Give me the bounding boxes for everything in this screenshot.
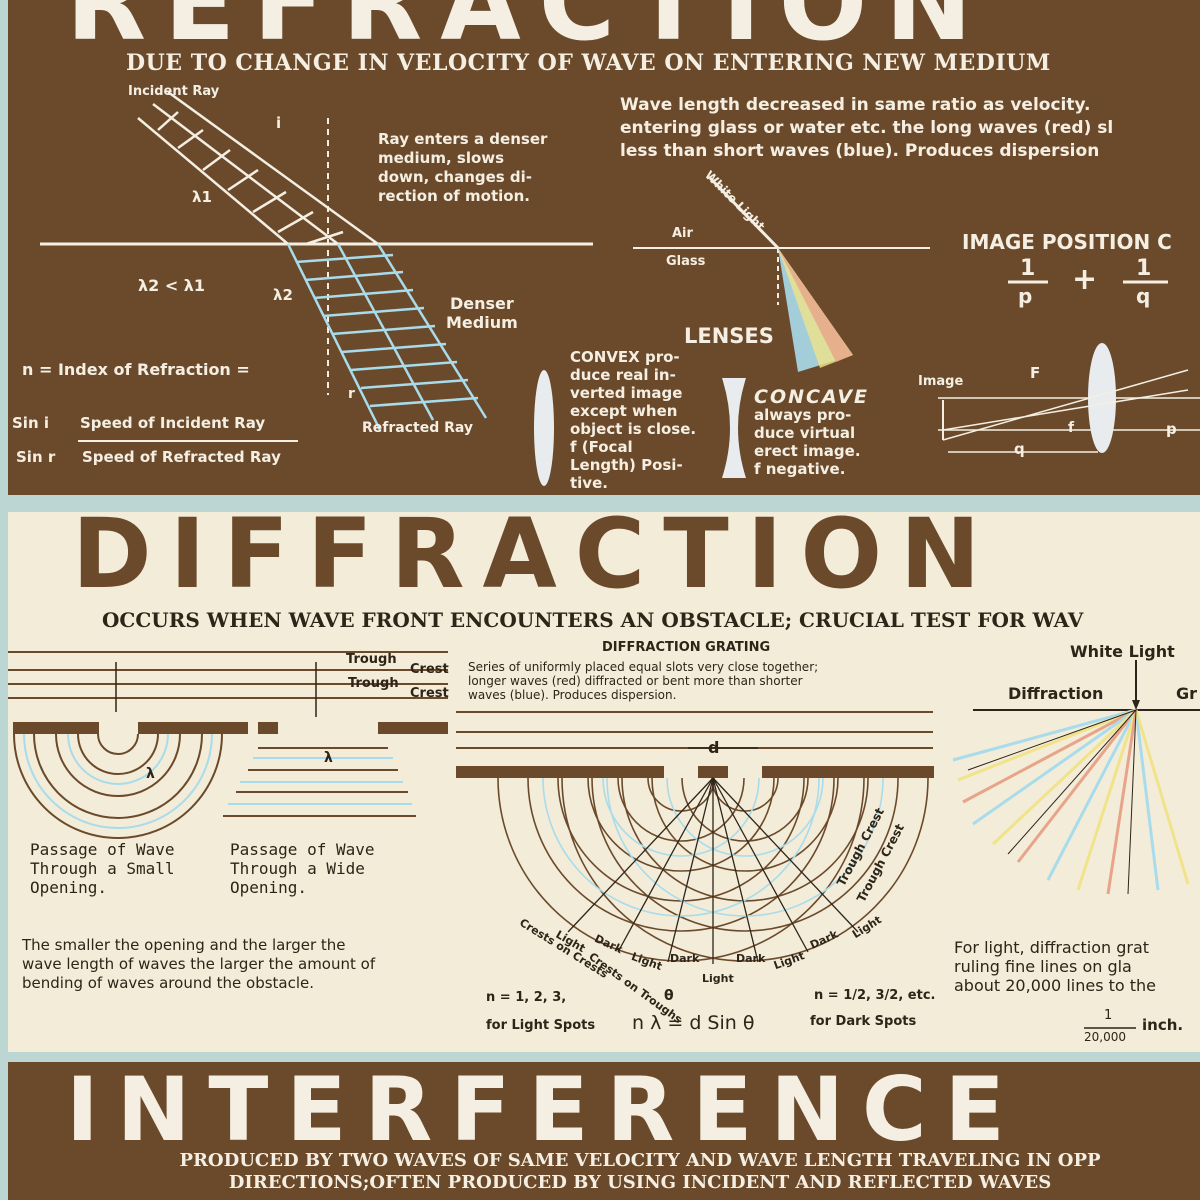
- image-label: Image: [918, 374, 964, 389]
- angle-i-label: i: [276, 114, 282, 132]
- crest-label-1: Crest: [410, 662, 449, 677]
- image-position-heading: IMAGE POSITION C: [962, 230, 1172, 254]
- for-light-spots: for Light Spots: [486, 1018, 596, 1033]
- grating-formula: n λ = d Sin θ: [632, 1012, 755, 1034]
- speed-refracted: Speed of Refracted Ray: [82, 448, 281, 466]
- incident-ray-label: Incident Ray: [128, 84, 220, 99]
- angle-r-label: r: [348, 386, 355, 402]
- trough-label-1: Trough: [346, 652, 397, 667]
- light-dark-4: Light: [702, 972, 734, 985]
- formula-one-a: 1: [1020, 256, 1036, 281]
- index-refraction-def: n = Index of Refraction =: [22, 360, 250, 379]
- lambda-wide-label: λ: [324, 750, 333, 766]
- q-lower-label: q: [1014, 440, 1025, 458]
- interference-panel: INTERFERENCE PRODUCED BY TWO WAVES OF SA…: [8, 1062, 1200, 1200]
- refraction-subtitle: DUE TO CHANGE IN VELOCITY OF WAVE ON ENT…: [126, 50, 1051, 76]
- concave-title: CONCAVE: [754, 386, 870, 408]
- theta-label: θ: [664, 988, 674, 1004]
- speed-incident: Speed of Incident Ray: [80, 414, 266, 432]
- refraction-panel: REFRACTION DUE TO CHANGE IN VELOCITY OF …: [8, 0, 1200, 495]
- diffraction-diagram: [8, 651, 1200, 1029]
- crest-label-2: Crest: [410, 686, 449, 701]
- white-light-label: White Light: [1070, 642, 1175, 661]
- p-lower-label: p: [1166, 420, 1177, 438]
- d-label: d: [708, 738, 720, 757]
- formula-plus: +: [1072, 262, 1098, 297]
- inch-label: inch.: [1142, 1016, 1184, 1034]
- f-upper-label: F: [1030, 364, 1041, 382]
- wavelength-text: Wave length decreased in same ratio as v…: [620, 95, 1114, 161]
- refraction-title: REFRACTION: [66, 0, 991, 64]
- air-label: Air: [672, 226, 693, 241]
- gr-label: Gr: [1176, 684, 1198, 703]
- for-dark-spots: for Dark Spots: [810, 1014, 917, 1029]
- n-dark-text: n = 1/2, 3/2, etc.: [814, 988, 936, 1003]
- formula-one-b: 1: [1136, 256, 1152, 281]
- diffraction-subtitle: OCCURS WHEN WAVE FRONT ENCOUNTERS AN OBS…: [102, 608, 1084, 632]
- sin-i: Sin i: [12, 414, 49, 432]
- refracted-ray-label: Refracted Ray: [362, 420, 474, 436]
- grating-title: DIFFRACTION GRATING: [602, 640, 771, 655]
- f-lower-label: f: [1068, 420, 1075, 436]
- smaller-opening-text: The smaller the opening and the larger t…: [22, 936, 376, 992]
- diffraction-label: Diffraction: [1008, 684, 1104, 703]
- formula-q: q: [1136, 284, 1151, 308]
- diffraction-title: DIFFRACTION: [72, 512, 999, 610]
- fraction-numerator: 1: [1104, 1008, 1113, 1023]
- sin-r: Sin r: [16, 448, 56, 466]
- formula-p: p: [1018, 284, 1033, 308]
- lambda1-label: λ1: [192, 188, 212, 206]
- diffraction-panel: DIFFRACTION OCCURS WHEN WAVE FRONT ENCOU…: [8, 512, 1200, 1052]
- lambda-small-label: λ: [146, 766, 155, 782]
- n-light-text: n = 1, 2, 3,: [486, 990, 567, 1005]
- lambda2-label: λ2: [273, 286, 293, 304]
- trough-label-2: Trough: [348, 676, 399, 691]
- fraction-denominator: 20,000: [1084, 1030, 1126, 1044]
- interference-title: INTERFERENCE: [66, 1062, 1023, 1161]
- light-dark-5: Dark: [736, 952, 766, 965]
- interference-subtitle: PRODUCED BY TWO WAVES OF SAME VELOCITY A…: [179, 1150, 1101, 1193]
- lenses-heading: LENSES: [684, 324, 774, 348]
- grating-text: Series of uniformly placed equal slots v…: [468, 660, 819, 702]
- lambda-relation: λ2 < λ1: [138, 276, 206, 295]
- glass-label: Glass: [666, 254, 706, 269]
- refraction-diagram: [40, 90, 1200, 486]
- light-dark-3: Dark: [670, 952, 700, 965]
